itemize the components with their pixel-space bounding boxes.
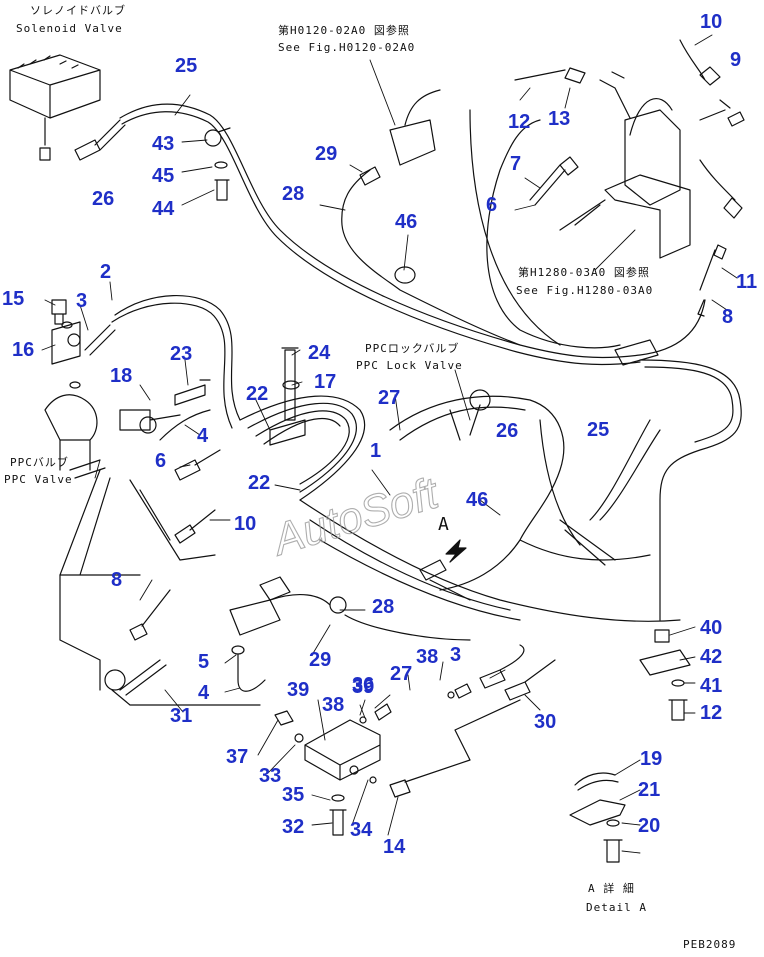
- callout-number: 41: [700, 675, 722, 697]
- callout-number: 12: [508, 111, 530, 133]
- callout-number: 4: [198, 682, 210, 704]
- callout-number: 30: [534, 711, 556, 733]
- hose-routing: [9, 34, 745, 863]
- callout-number: 24: [308, 342, 331, 364]
- callout-number: 22: [246, 383, 268, 405]
- callout-number: 28: [372, 596, 394, 618]
- ppc-lock-valve-label-jp: PPCロックバルブ: [365, 342, 460, 355]
- callout-number: 10: [234, 513, 256, 535]
- callout-number: 44: [152, 198, 175, 220]
- callout-number: 8: [111, 569, 122, 591]
- callout-number: 15: [2, 288, 24, 310]
- callout-number: 10: [700, 11, 722, 33]
- page-code: PEB2089: [683, 938, 737, 951]
- callout-number: 8: [722, 306, 733, 328]
- callout-number: 6: [486, 194, 497, 216]
- callout-number: 19: [640, 748, 662, 770]
- callout-number: 29: [309, 649, 331, 671]
- callout-number: 46: [466, 489, 488, 511]
- callout-number: 9: [730, 49, 741, 71]
- ppc-valve-label-en: PPC Valve: [4, 473, 73, 486]
- callout-number: 28: [282, 183, 304, 205]
- callout-number: 21: [638, 779, 660, 801]
- callout-number: 6: [155, 450, 166, 472]
- callout-number: 18: [110, 365, 132, 387]
- callout-number: 35: [282, 784, 304, 806]
- callout-number: 39: [287, 679, 309, 701]
- callout-number: 4: [197, 425, 209, 447]
- callout-number: 1: [370, 440, 381, 462]
- watermark-text: AutoSoft: [265, 468, 445, 566]
- callout-number: 38: [416, 646, 438, 668]
- callout-number: 37: [226, 746, 248, 768]
- ppc-lock-valve-label-en: PPC Lock Valve: [356, 359, 463, 372]
- callout-number: 25: [175, 55, 197, 77]
- watermark: AutoSoft: [264, 468, 445, 567]
- callout-number: 23: [170, 343, 192, 365]
- callout-number: 32: [282, 816, 304, 838]
- callout-number: 20: [638, 815, 660, 837]
- ppc-valve-label-jp: PPCバルブ: [10, 456, 69, 469]
- callout-number: 2: [100, 261, 111, 283]
- detail-a-label-jp: A 詳 細: [588, 882, 635, 895]
- callout-number: 27: [390, 663, 412, 685]
- callout-number: 38: [322, 694, 344, 716]
- callout-number: 22: [248, 472, 270, 494]
- callout-number: 45: [152, 165, 174, 187]
- ref-fig-top-jp: 第H0120-02A0 図参照: [278, 24, 410, 37]
- callout-number: 3: [76, 290, 87, 312]
- callout-number: 42: [700, 646, 722, 668]
- callout-number: 12: [700, 702, 722, 724]
- callout-number: 16: [12, 339, 34, 361]
- callout-number: 29: [315, 143, 337, 165]
- callout-number: 39: [352, 676, 374, 698]
- solenoid-valve-label-jp: ソレノイドバルブ: [30, 4, 126, 17]
- callout-number: 36: [352, 674, 374, 696]
- callout-number: 25: [587, 419, 609, 441]
- callout-number: 11: [736, 271, 757, 293]
- detail-a-label-en: Detail A: [586, 901, 647, 914]
- callout-number: 26: [496, 420, 518, 442]
- view-mark-a: A: [438, 514, 449, 535]
- callout-number: 13: [548, 108, 570, 130]
- callout-number: 33: [259, 765, 281, 787]
- solenoid-valve-label-en: Solenoid Valve: [16, 22, 123, 35]
- ref-fig-top-en: See Fig.H0120-02A0: [278, 41, 416, 54]
- callout-number: 43: [152, 133, 174, 155]
- callout-number: 3: [450, 644, 461, 666]
- ref-fig-mid-jp: 第H1280-03A0 図参照: [518, 266, 650, 279]
- callout-number: 14: [383, 836, 406, 858]
- callout-number: 26: [92, 188, 114, 210]
- callout-number: 46: [395, 211, 417, 233]
- ref-fig-mid-en: See Fig.H1280-03A0: [516, 284, 654, 297]
- callout-number: 27: [378, 387, 400, 409]
- callout-number: 5: [198, 651, 209, 673]
- callout-number: 7: [510, 153, 521, 175]
- callout-number: 34: [350, 819, 373, 841]
- callout-number: 31: [170, 705, 192, 727]
- callout-number: 17: [314, 371, 336, 393]
- callout-number: 40: [700, 617, 722, 639]
